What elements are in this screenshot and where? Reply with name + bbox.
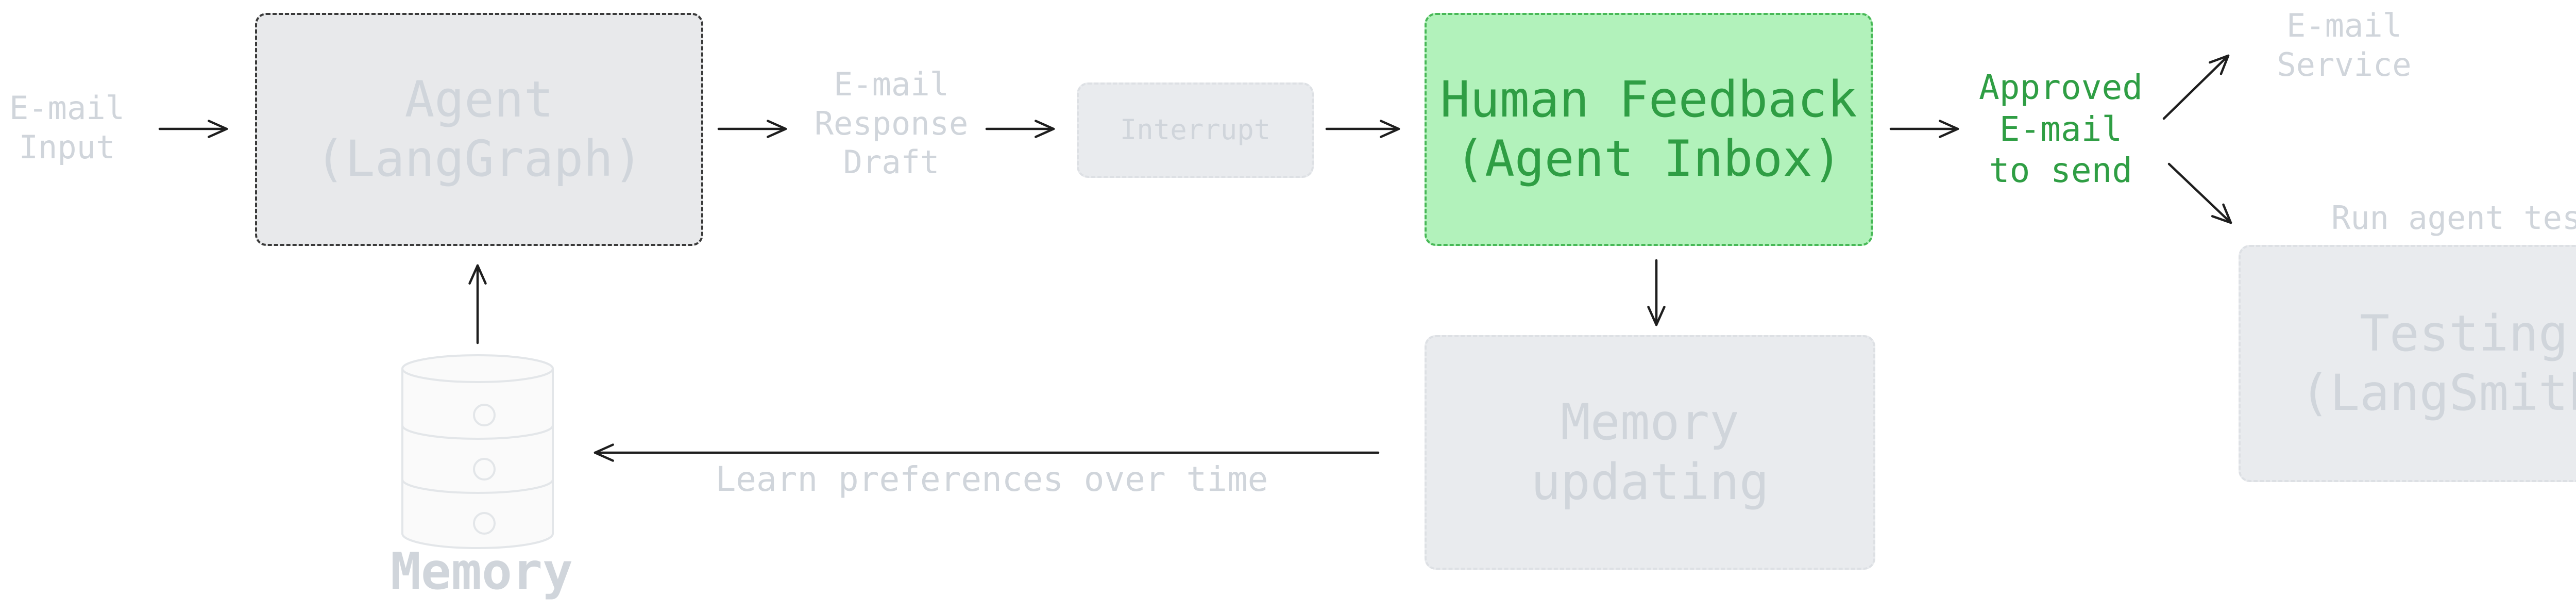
testing-node-label: Testing (LangSmith) (2300, 304, 2576, 422)
email-service-label: E-mail Service (2277, 7, 2412, 84)
arrow-approved-to-service (2162, 54, 2230, 120)
interrupt-node-label: Interrupt (1120, 113, 1271, 146)
arrow-feedback-to-memory-updating (1647, 259, 1666, 326)
agent-node-label: Agent (LangGraph) (315, 70, 643, 188)
arrow-memory-to-agent (468, 264, 487, 344)
arrow-approved-to-testing (2167, 162, 2232, 224)
human-feedback-node-label: Human Feedback (Agent Inbox) (1440, 70, 1857, 188)
arrow-memory-updating-to-memory (594, 443, 1380, 462)
agent-node: Agent (LangGraph) (255, 13, 703, 246)
arrow-input-to-agent (158, 120, 228, 138)
memory-label: Memory (390, 542, 573, 601)
arrow-draft-to-interrupt (985, 120, 1055, 138)
arrow-feedback-to-approved (1889, 120, 1959, 138)
memory-updating-node: Memory updating (1425, 335, 1875, 570)
memory-updating-node-label: Memory updating (1531, 393, 1769, 511)
learn-preferences-label: Learn preferences over time (715, 459, 1268, 499)
human-feedback-node: Human Feedback (Agent Inbox) (1425, 13, 1873, 246)
database-icon (401, 354, 554, 549)
run-agent-tests-label: Run agent tests (2331, 199, 2576, 237)
approved-email-label: Approved E-mail to send (1979, 68, 2143, 191)
email-input-label: E-mail Input (9, 89, 125, 166)
arrow-interrupt-to-feedback (1325, 120, 1400, 138)
testing-node: Testing (LangSmith) (2239, 245, 2576, 482)
response-draft-label: E-mail Response Draft (814, 65, 969, 181)
interrupt-node: Interrupt (1077, 82, 1314, 178)
arrow-agent-to-draft (717, 120, 787, 138)
